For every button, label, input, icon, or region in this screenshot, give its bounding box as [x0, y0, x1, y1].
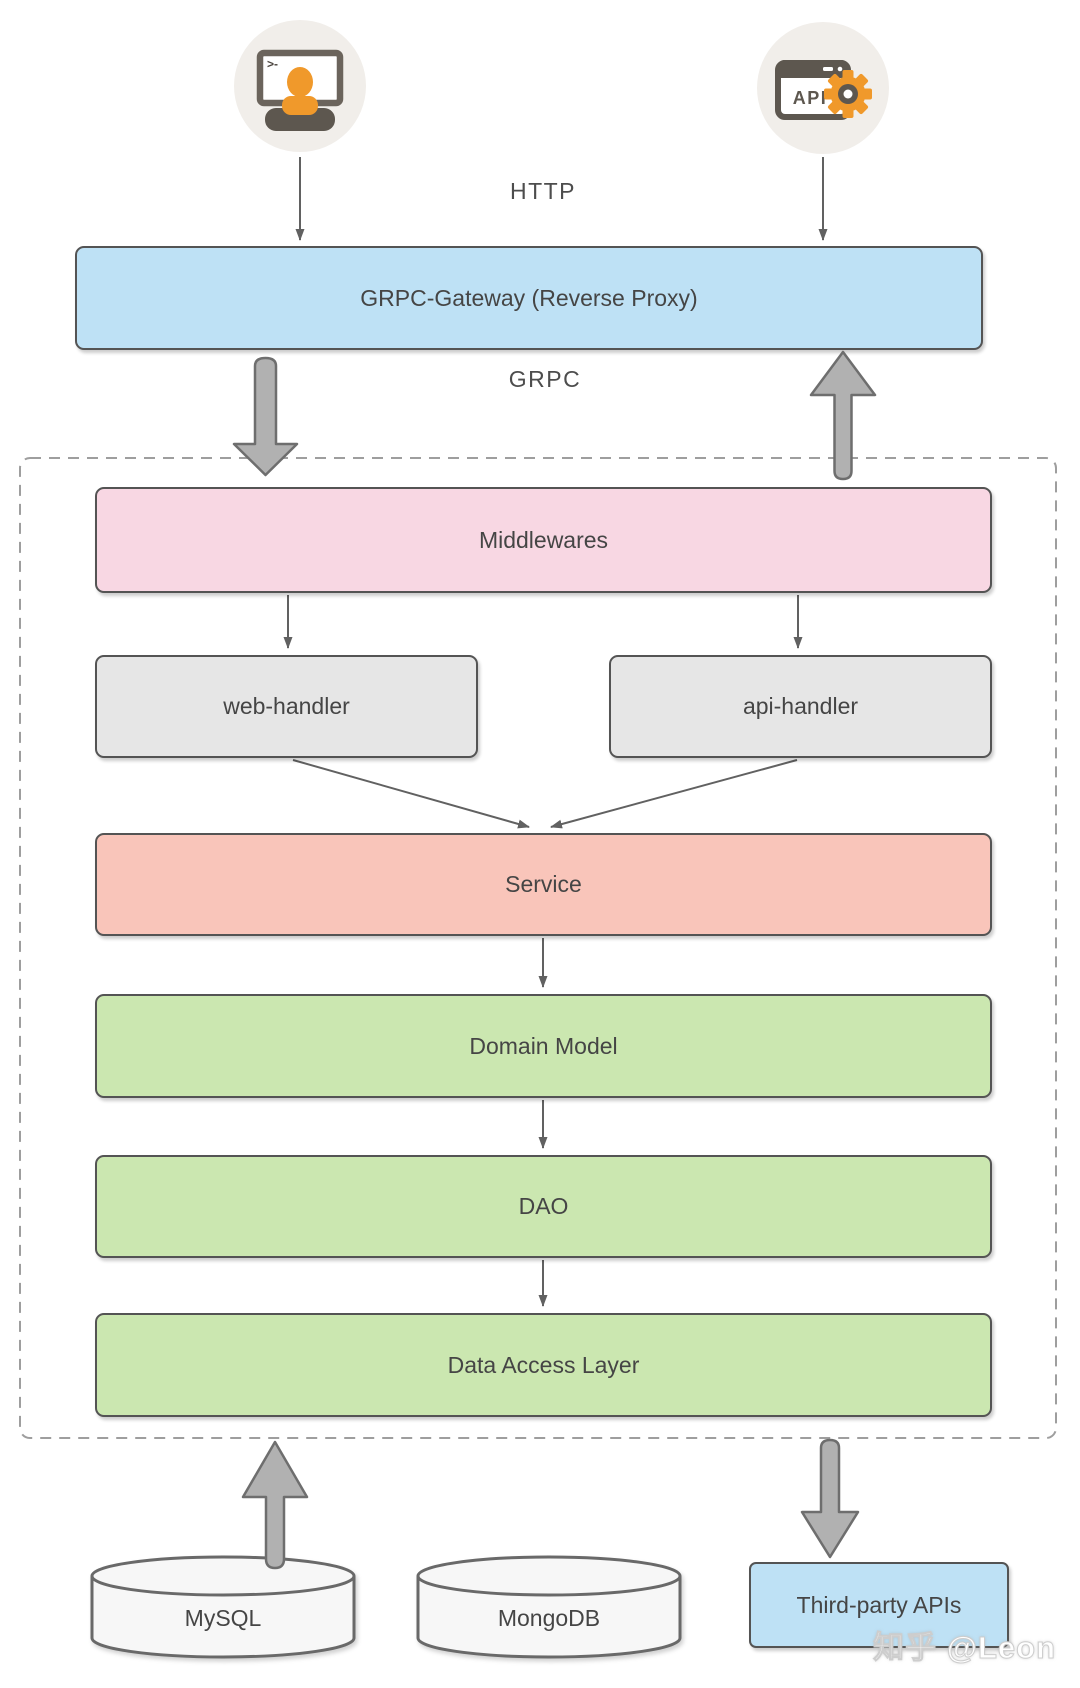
person-shoulders [265, 108, 335, 131]
node-data-access-layer: Data Access Layer [95, 1313, 992, 1417]
api-text: API [793, 88, 828, 108]
arrow-webhandler-to-service [292, 759, 530, 829]
cylinder-rim [416, 1575, 682, 1597]
node-dao: DAO [95, 1155, 992, 1258]
cylinder-rim [90, 1575, 356, 1597]
http-label: HTTP [509, 178, 577, 204]
backend-boundary-dashed-box [19, 457, 1057, 1439]
node-label: Middlewares [478, 526, 609, 553]
node-third-party-apis: Third-party APIs [749, 1562, 1009, 1648]
person-torso [282, 96, 318, 115]
titlebar-dot [837, 66, 843, 72]
db-label: MySQL [185, 1605, 262, 1631]
grpc-label: GRPC [508, 366, 582, 392]
node-label: api-handler [742, 693, 859, 719]
node-label: web-handler [223, 693, 350, 719]
node-label: Service [505, 871, 582, 897]
node-web-handler: web-handler [95, 655, 478, 758]
node-api-handler: api-handler [609, 655, 992, 758]
node-label: GRPC-Gateway (Reverse Proxy) [360, 284, 698, 311]
db-label: MongoDB [498, 1605, 600, 1631]
arrow-apihandler-to-service [550, 759, 798, 829]
browser-titlebar [778, 60, 848, 78]
node-service: Service [95, 833, 992, 936]
mysql-cylinder: MySQL [89, 1554, 358, 1665]
node-label: Data Access Layer [447, 1351, 640, 1378]
titlebar-dash [823, 67, 833, 71]
mongodb-cylinder: MongoDB [415, 1554, 684, 1665]
zhihu-watermark: 知乎 @Leon [873, 1630, 1056, 1666]
node-label: DAO [518, 1193, 569, 1219]
terminal-user-icon: >- [230, 16, 370, 161]
node-grpc-gateway: GRPC-Gateway (Reverse Proxy) [75, 246, 983, 350]
terminal-prompt-glyph: >- [267, 57, 278, 71]
person-head [287, 67, 313, 97]
node-label: Domain Model [469, 1032, 618, 1059]
cylinder-body [416, 1555, 682, 1659]
node-middlewares: Middlewares [95, 487, 992, 593]
gear-icon [824, 70, 872, 118]
node-domain-model: Domain Model [95, 994, 992, 1098]
node-label: Third-party APIs [796, 1591, 962, 1618]
api-gear-icon: API [753, 18, 893, 163]
cylinder-body [90, 1555, 356, 1659]
